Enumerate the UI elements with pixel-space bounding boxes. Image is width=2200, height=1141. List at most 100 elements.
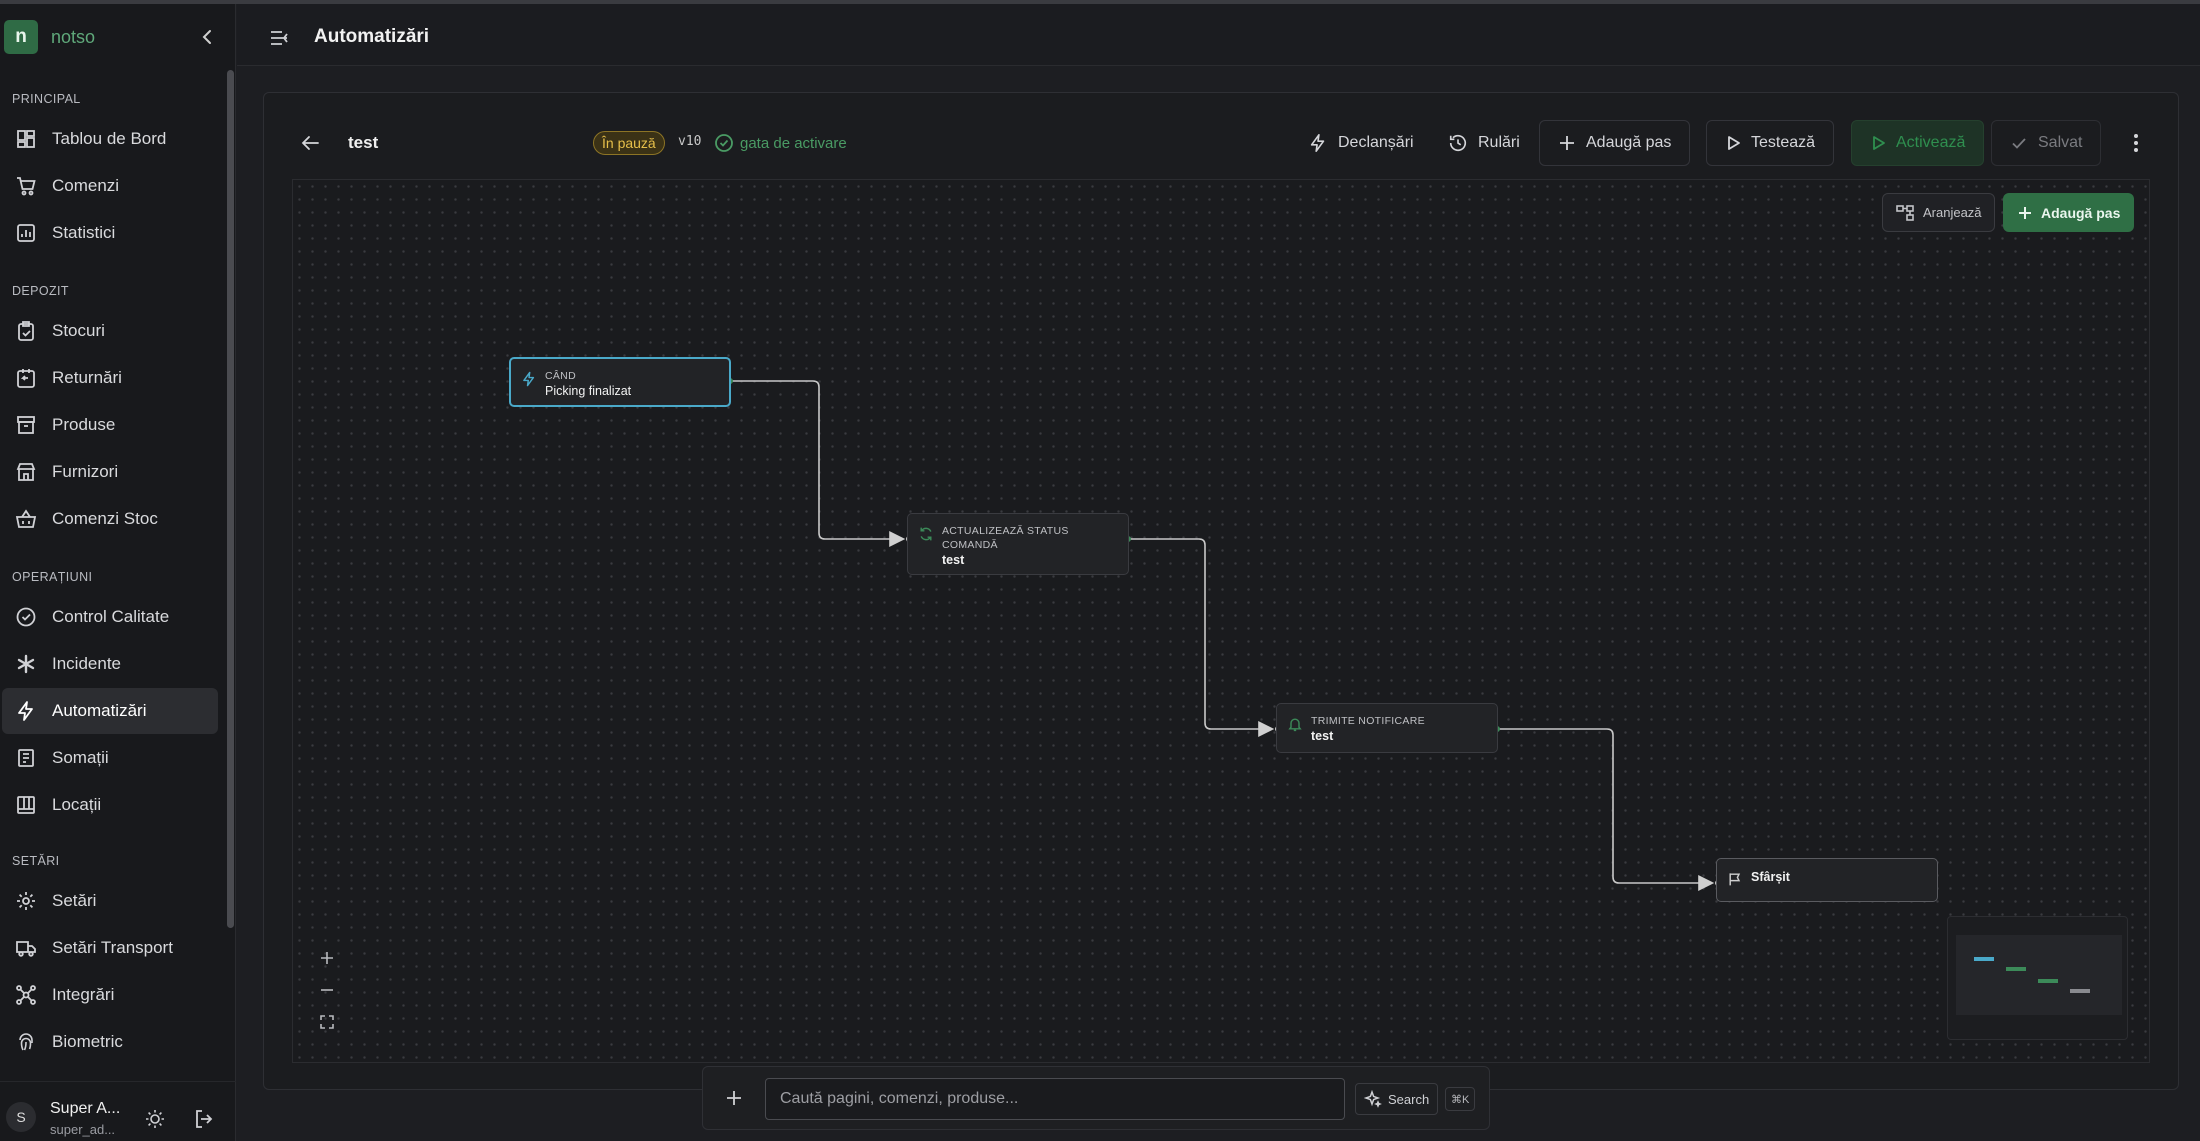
edge-notify-to-end [1497,728,1715,891]
sidebar-item-label: Tablou de Bord [52,129,167,148]
canvas-add-step-label: Adaugă pas [2041,204,2121,221]
sidebar-item-automatizari[interactable]: Automatizări [2,688,218,734]
node-value: test [942,553,965,567]
sidebar-item-setari[interactable]: Setări [2,878,218,924]
status-badge: În pauză [593,131,665,155]
flow-edges [727,378,1721,891]
basket-icon [14,507,38,531]
sidebar-item-integrari[interactable]: Integrări [2,972,218,1018]
more-options-button[interactable] [2124,131,2148,155]
sidebar-item-label: Furnizori [52,462,119,481]
sidebar-item-tablou-de-bord[interactable]: Tablou de Bord [2,116,218,162]
edge-trigger-to-update [730,380,906,547]
flag-icon [1727,871,1743,887]
sidebar-item-stocuri[interactable]: Stocuri [2,308,218,354]
bolt-icon [14,699,38,723]
sidebar-item-label: Setări Transport [52,938,173,957]
layout-icon [14,793,38,817]
sidebar-item-label: Locații [52,795,102,814]
brand[interactable]: n notso [4,19,95,55]
sidebar-item-control-calitate[interactable]: Control Calitate [2,594,218,640]
global-search-input[interactable] [765,1078,1345,1120]
sidebar-item-produse[interactable]: Produse [2,402,218,448]
canvas-add-step-button[interactable]: Adaugă pas [2003,193,2135,232]
runs-label: Rulări [1478,134,1520,151]
sidebar-item-returnari[interactable]: Returnări [2,355,218,401]
sidebar-scrollbar[interactable] [227,70,234,928]
sidebar-item-biometric[interactable]: Biometric [2,1019,218,1065]
bolt-icon [521,371,537,387]
runs-button[interactable]: Rulări [1448,120,1520,166]
store-icon [14,460,38,484]
sidebar-item-statistici[interactable]: Statistici [2,210,218,256]
test-button[interactable]: Testează [1706,120,1835,166]
network-icon [14,983,38,1007]
automation-editor: test În pauză v10 gata de activare Decla… [263,92,2179,1090]
sidebar-item-label: Biometric [52,1032,123,1051]
sun-icon [146,1110,164,1128]
collapse-sidebar-button[interactable] [198,24,216,50]
shortcut-hint: ⌘K [1445,1087,1476,1111]
sidebar-item-furnizori[interactable]: Furnizori [2,449,218,495]
zoom-in-button[interactable] [311,942,343,974]
menu-collapse-icon [271,31,288,45]
minimap[interactable] [1947,916,2128,1040]
section-label-principal: PRINCIPAL [12,92,81,106]
saved-label: Salvat [2038,134,2083,151]
flow-canvas[interactable]: Aranjează Adaugă pas CÂND Picking finali… [292,179,2150,1063]
logout-button[interactable] [191,1106,217,1132]
add-step-label: Adaugă pas [1586,134,1672,151]
triggers-button[interactable]: Declanșări [1308,120,1414,166]
activate-button[interactable]: Activează [1851,120,1985,166]
archive-icon [14,413,38,437]
ready-status: gata de activare [714,131,847,155]
command-bar: Search ⌘K [702,1066,1490,1130]
sidebar-item-comenzi-stoc[interactable]: Comenzi Stoc [2,496,218,542]
flow-node-send-notification[interactable]: TRIMITE NOTIFICARE test [1276,703,1498,753]
activate-label: Activează [1896,134,1966,151]
flow-node-end[interactable]: Sfârșit [1716,858,1938,902]
logout-icon [196,1110,213,1128]
sidebar-item-comenzi[interactable]: Comenzi [2,163,218,209]
sidebar-item-somatii[interactable]: Somații [2,735,218,781]
fit-view-button[interactable] [311,1006,343,1038]
sidebar-item-label: Statistici [52,223,116,242]
node-value: Picking finalizat [545,384,632,398]
arrange-button[interactable]: Aranjează [1882,193,1995,232]
edge-update-to-notify [1128,538,1275,737]
flow-name[interactable]: test [348,133,379,152]
node-value: test [1311,729,1334,743]
flow-node-update-status[interactable]: ACTUALIZEAZĂ STATUS COMANDĂ test [907,513,1129,575]
search-button-label: Search [1388,1091,1430,1107]
zoom-out-button[interactable] [311,974,343,1006]
avatar[interactable]: S [6,1102,36,1132]
section-label-setari: SETĂRI [12,854,60,868]
minimap-node [2038,979,2058,983]
clipboard-check-icon [14,319,38,343]
saved-button[interactable]: Salvat [1991,120,2102,166]
zoom-controls [307,942,347,1046]
add-step-button[interactable]: Adaugă pas [1539,120,1691,166]
minus-icon [321,989,333,991]
sidebar-item-locatii[interactable]: Locații [2,782,218,828]
page-title: Automatizări [314,26,430,47]
play-icon [1870,135,1886,151]
return-icon [14,366,38,390]
plus-icon [2017,205,2033,221]
top-header: Automatizări [237,4,2200,66]
sidebar-item-setari-transport[interactable]: Setări Transport [2,925,218,971]
menu-toggle-button[interactable] [267,26,291,50]
minimap-viewport [1956,935,2122,1015]
back-button[interactable] [298,131,322,155]
ai-search-button[interactable]: Search [1355,1083,1439,1115]
theme-toggle-button[interactable] [142,1106,168,1132]
history-icon [1448,133,1468,153]
flow-node-trigger[interactable]: CÂND Picking finalizat [509,357,731,407]
layout-tree-icon [1895,203,1915,223]
user-role: super_ad... [50,1122,116,1137]
brand-logo: n [4,20,38,54]
section-label-operatiuni: OPERAȚIUNI [12,570,93,584]
node-value: Sfârșit [1751,870,1790,884]
quick-add-button[interactable] [721,1085,747,1111]
sidebar-item-incidente[interactable]: Incidente [2,641,218,687]
